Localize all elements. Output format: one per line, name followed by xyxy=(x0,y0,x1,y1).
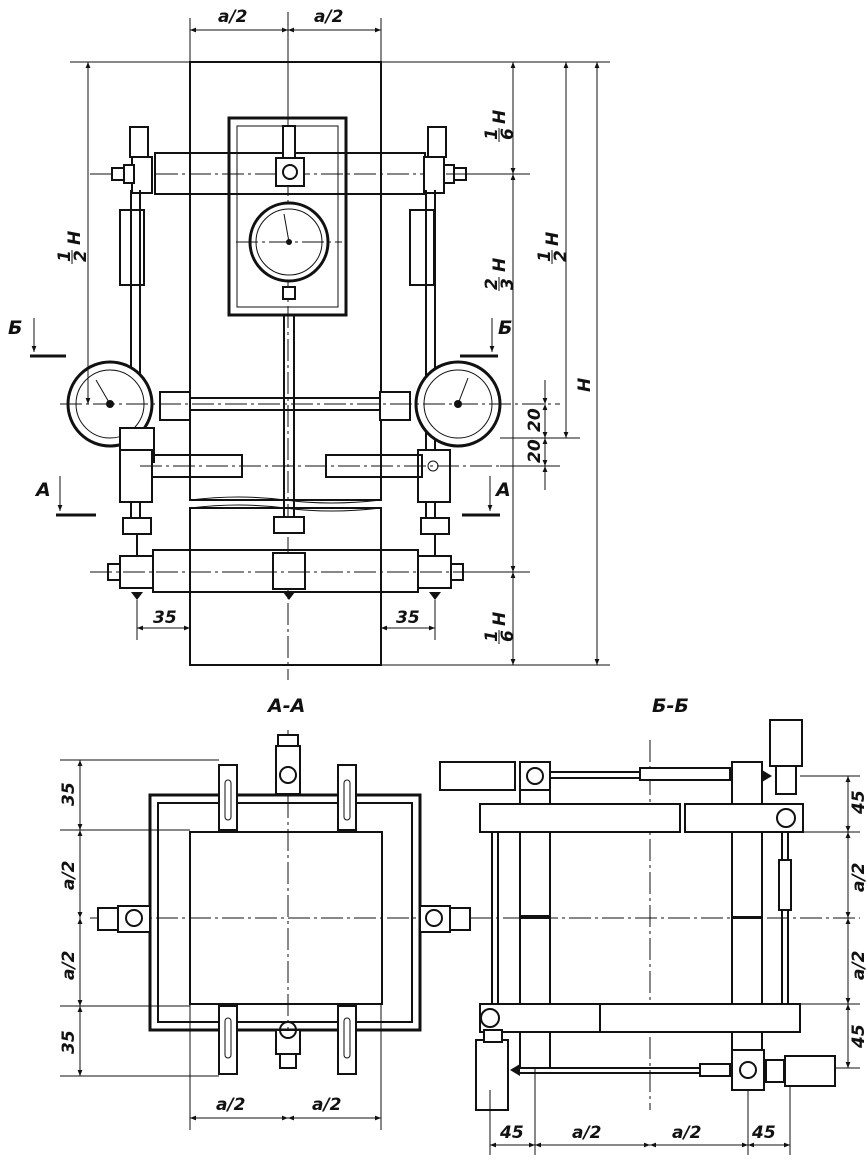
dim-top-a-half-right: a/2 xyxy=(314,7,344,27)
left-bracket xyxy=(66,126,155,556)
section-b-b-view: Б-Б xyxy=(439,695,867,1155)
dim-two-thirds-h-num: 2 xyxy=(482,278,502,290)
dim-bottom-sixth-h-num: 1 xyxy=(482,630,502,642)
bb-dim-45-left: 45 xyxy=(499,1123,524,1143)
bb-dim-a-half-lower: a/2 xyxy=(849,950,867,980)
section-mark-b-right: Б xyxy=(498,317,512,339)
dim-left-half-h-num: 1 xyxy=(55,250,75,262)
bb-dim-a-half-upper: a/2 xyxy=(849,862,867,892)
dim-top-a-half-left: a/2 xyxy=(218,7,248,27)
dim-top-sixth-h-den: 6 xyxy=(498,128,518,140)
section-a-a-view: А-А xyxy=(59,695,480,1130)
dim-top-sixth-h-num: 1 xyxy=(482,128,502,140)
dim-right-half-h-num: 1 xyxy=(535,250,555,262)
right-bracket xyxy=(409,126,502,556)
aa-dim-a-half-right: a/2 xyxy=(312,1095,342,1115)
bb-dim-45-bottom: 45 xyxy=(849,1024,867,1049)
aa-dim-35-top: 35 xyxy=(59,782,79,806)
dim-two-thirds-h-den: 3 xyxy=(498,278,518,290)
bb-dim-a-half-right: a/2 xyxy=(672,1123,702,1143)
dim-35-left: 35 xyxy=(153,608,177,628)
dim-bottom-sixth-h-den: 6 xyxy=(498,630,518,642)
dim-bottom-sixth-h-h: H xyxy=(490,612,510,626)
center-rod xyxy=(283,314,295,521)
dim-right-half-h-den: 2 xyxy=(551,250,571,262)
dim-right-half-h-h: H xyxy=(543,232,563,246)
dim-20-upper: 20 xyxy=(525,408,545,432)
bb-dim-45-top: 45 xyxy=(849,790,867,815)
dim-top-sixth-h-h: H xyxy=(490,110,510,124)
dim-20-lower: 20 xyxy=(525,439,545,463)
front-view: a/2 a/2 xyxy=(8,7,610,680)
dim-left-half-h-h: H xyxy=(65,231,85,245)
bb-dim-45-right: 45 xyxy=(751,1123,776,1143)
aa-dim-a-half-lower: a/2 xyxy=(59,950,79,980)
section-mark-a-right: А xyxy=(494,479,511,501)
dim-full-h: H xyxy=(575,378,595,392)
aa-dim-a-half-upper: a/2 xyxy=(59,860,79,890)
dim-two-thirds-h-h: H xyxy=(490,258,510,272)
section-mark-b-left: Б xyxy=(8,317,22,339)
aa-dim-a-half-left: a/2 xyxy=(216,1095,246,1115)
aa-dim-35-bottom: 35 xyxy=(59,1030,79,1054)
section-aa-title: А-А xyxy=(266,695,305,717)
dim-left-half-h-den: 2 xyxy=(71,250,91,262)
section-bb-title: Б-Б xyxy=(652,695,689,717)
section-mark-a-left: А xyxy=(34,479,51,501)
left-arm xyxy=(151,454,243,478)
bb-dim-a-half-left: a/2 xyxy=(572,1123,602,1143)
dim-35-right: 35 xyxy=(396,608,420,628)
